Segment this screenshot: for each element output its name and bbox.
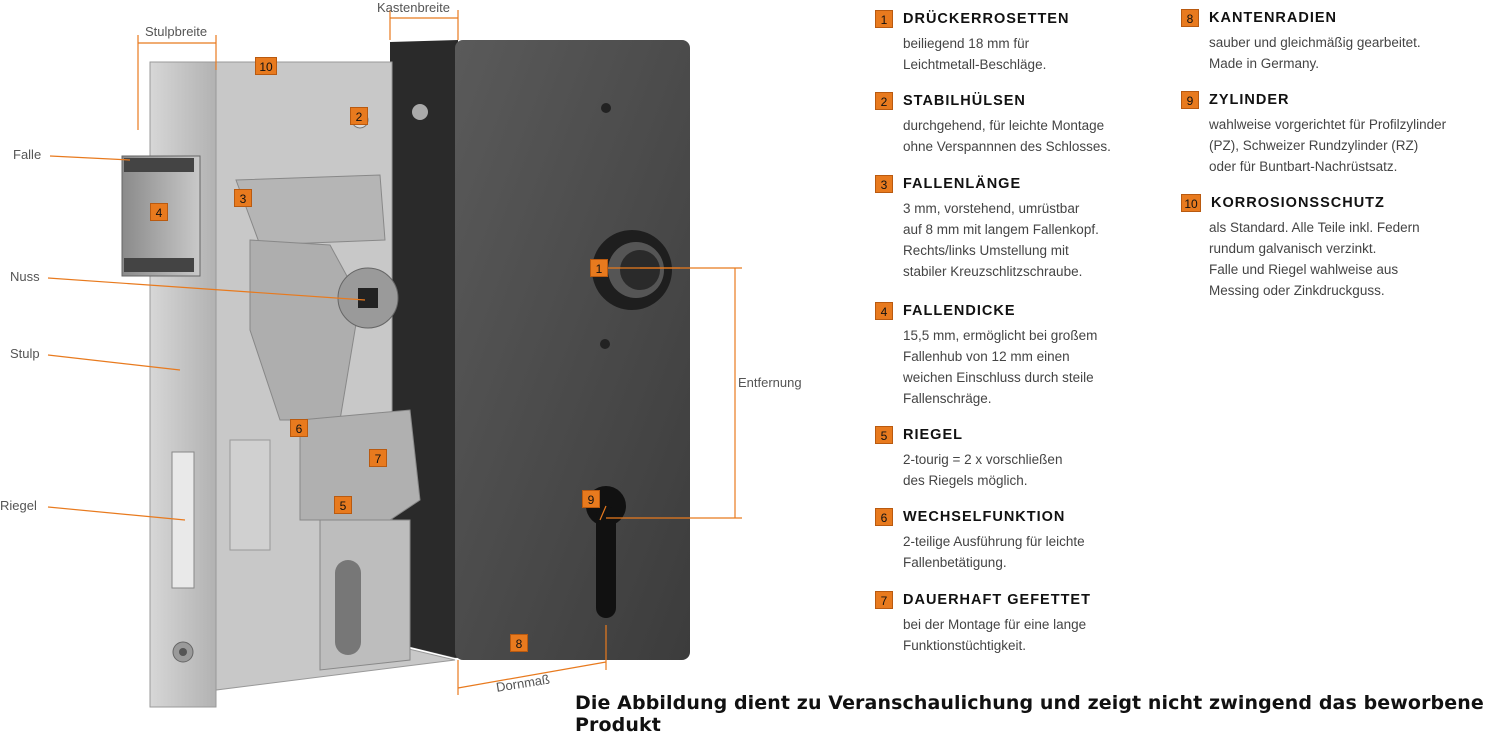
feature-desc: 2-tourig = 2 x vorschließen des Riegels …	[903, 452, 1063, 488]
feature-10: 10 KORROSIONSSCHUTZ als Standard. Alle Te…	[1181, 193, 1420, 301]
feature-5: 5 RIEGEL 2-tourig = 2 x vorschließen des …	[875, 425, 1062, 491]
feature-6: 6 WECHSELFUNKTION 2-teilige Ausführung fü…	[875, 507, 1085, 573]
callout-6: 6	[290, 419, 308, 437]
feature-desc: beiliegend 18 mm für Leichtmetall-Beschl…	[903, 36, 1047, 72]
feature-9: 9 ZYLINDER wahlweise vorgerichtet für Pro…	[1181, 90, 1446, 177]
callout-8: 8	[510, 634, 528, 652]
feature-title: WECHSELFUNKTION	[903, 509, 1066, 525]
lock-illustration	[47, 10, 742, 708]
feature-number: 4	[875, 302, 893, 320]
feature-8: 8 KANTENRADIEN sauber und gleichmäßig gea…	[1181, 8, 1421, 74]
feature-title: FALLENDICKE	[903, 303, 1016, 319]
feature-title: STABILHÜLSEN	[903, 93, 1026, 109]
callout-7: 7	[369, 449, 387, 467]
falle-label: Falle	[13, 147, 42, 162]
feature-number: 10	[1181, 194, 1201, 212]
feature-3: 3 FALLENLÄNGE 3 mm, vorstehend, umrüstbar…	[875, 174, 1099, 282]
nuss-label: Nuss	[10, 269, 40, 284]
feature-1: 1 DRÜCKERROSETTEN beiliegend 18 mm für Le…	[875, 9, 1069, 75]
feature-desc: durchgehend, für leichte Montage ohne Ve…	[903, 118, 1111, 154]
lock-case	[390, 40, 690, 660]
feature-title: ZYLINDER	[1209, 92, 1290, 108]
dimension-lines	[47, 10, 742, 695]
feature-title: KORROSIONSSCHUTZ	[1211, 195, 1385, 211]
feature-title: DAUERHAFT GEFETTET	[903, 592, 1091, 608]
mechanism-plate	[215, 61, 456, 691]
feature-title: DRÜCKERROSETTEN	[903, 11, 1070, 27]
callout-1: 1	[590, 259, 608, 277]
callout-5: 5	[334, 496, 352, 514]
feature-number: 5	[875, 426, 893, 444]
feature-number: 3	[875, 175, 893, 193]
feature-4: 4 FALLENDICKE 15,5 mm, ermöglicht bei gro…	[875, 301, 1097, 409]
stulp-label: Stulp	[10, 346, 40, 361]
entfernung-label: Entfernung	[738, 375, 802, 390]
callout-9: 9	[582, 490, 600, 508]
feature-number: 7	[875, 591, 893, 609]
rosette-ring	[592, 230, 672, 310]
feature-2: 2 STABILHÜLSEN durchgehend, für leichte M…	[875, 91, 1111, 157]
feature-desc: bei der Montage für eine lange Funktions…	[903, 617, 1087, 653]
stulpbreite-label: Stulpbreite	[145, 24, 208, 39]
feature-number: 1	[875, 10, 893, 28]
feature-number: 2	[875, 92, 893, 110]
lock-diagram: Stulpbreite Kastenbreite Entfernung Dorn…	[0, 0, 802, 708]
callout-2: 2	[350, 107, 368, 125]
riegel-label: Riegel	[0, 498, 37, 513]
disclaimer-text: Die Abbildung dient zu Veranschaulichung…	[575, 692, 1484, 736]
feature-7: 7 DAUERHAFT GEFETTET bei der Montage für …	[875, 590, 1091, 656]
feature-number: 9	[1181, 91, 1199, 109]
feature-title: FALLENLÄNGE	[903, 176, 1022, 192]
feature-desc: wahlweise vorgerichtet für Profilzylinde…	[1209, 117, 1447, 174]
feature-desc: 15,5 mm, ermöglicht bei großem Fallenhub…	[903, 328, 1098, 406]
callout-10: 10	[255, 57, 277, 75]
feature-title: KANTENRADIEN	[1209, 10, 1337, 26]
feature-desc: 2-teilige Ausführung für leichte Fallenb…	[903, 534, 1085, 570]
feature-desc: 3 mm, vorstehend, umrüstbar auf 8 mm mit…	[903, 201, 1099, 279]
feature-number: 6	[875, 508, 893, 526]
callout-3: 3	[234, 189, 252, 207]
feature-desc: als Standard. Alle Teile inkl. Federn ru…	[1209, 220, 1420, 298]
feature-number: 8	[1181, 9, 1199, 27]
callout-4: 4	[150, 203, 168, 221]
kastenbreite-label: Kastenbreite	[377, 0, 450, 15]
feature-title: RIEGEL	[903, 427, 963, 443]
feature-desc: sauber und gleichmäßig gearbeitet. Made …	[1209, 35, 1421, 71]
